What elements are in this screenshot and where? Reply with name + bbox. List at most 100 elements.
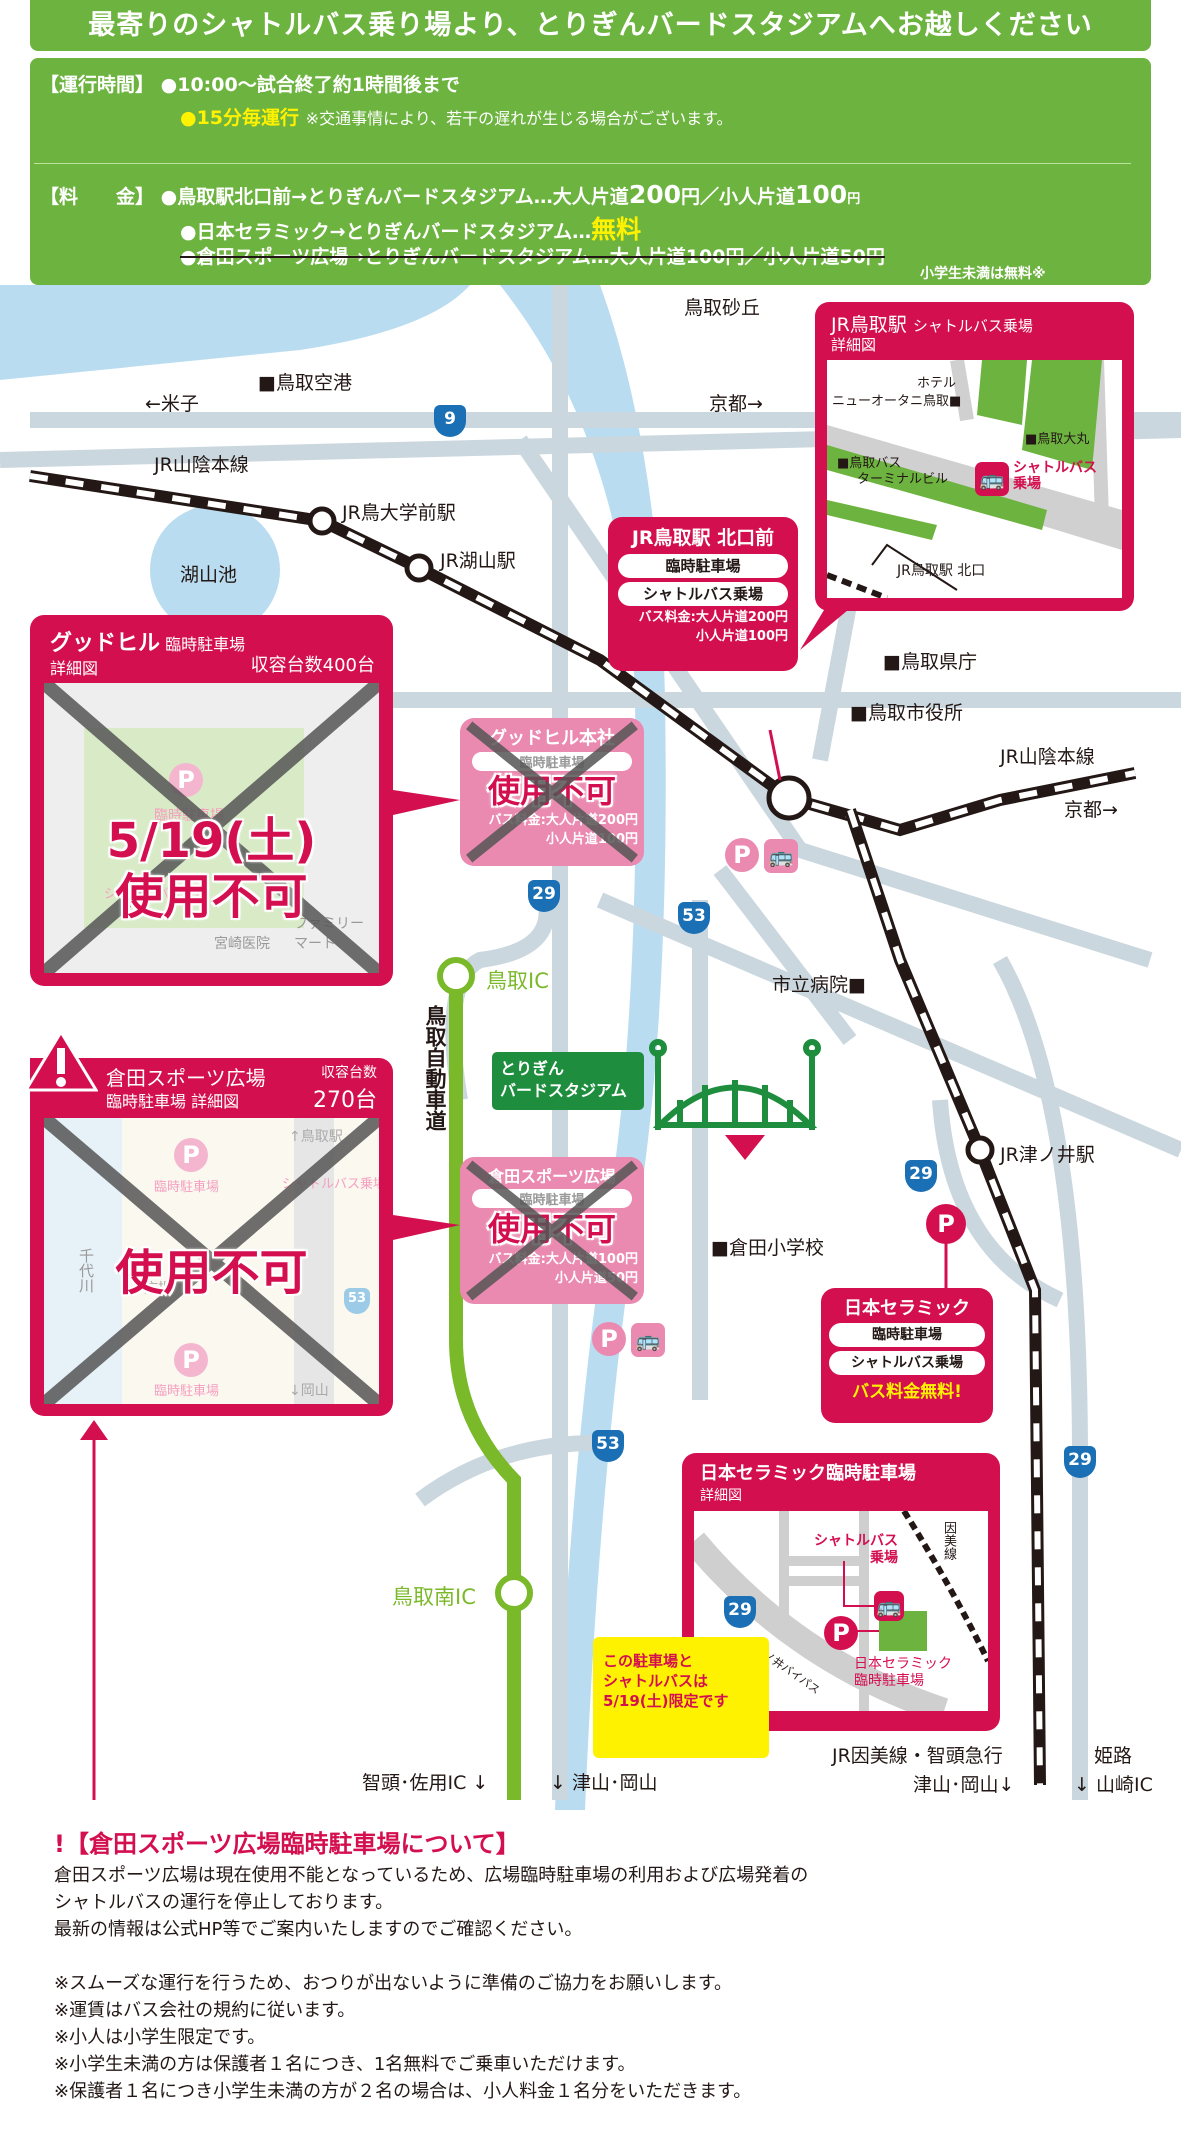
label-expressway: 鳥取自動車道 (423, 1005, 447, 1131)
terminal-label-1: ■鳥取バス (837, 456, 902, 471)
hours-label: 【運行時間】 (40, 74, 155, 96)
goodhill-hq-callout: グッドヒル本社 臨時駐車場 使用不可 バス料金:大人片道200円 小人片道100… (460, 718, 644, 866)
route-53-shield-faded: 53 (344, 1288, 370, 1314)
notes-line: ※保護者１名につき小学生未満の方が２名の場合は、小人料金１名分をいただきます。 (54, 2081, 752, 2102)
notes-line: ※小学生未満の方は保護者１名につき、1名無料でご乗車いただけます。 (54, 2054, 636, 2075)
route-29-shield-2: 29 (905, 1160, 937, 1192)
north-exit-label: JR鳥取駅 北口 (897, 563, 986, 579)
notes-heading: 【倉田スポーツ広場臨時駐車場について】 (64, 1830, 520, 1858)
goodhill-map: P 臨時駐車場 シャトルバス乗場 宮崎医院 ファミリーマート 5/19(土)使用… (44, 683, 379, 973)
ceramic-inbi-label: 因美線 (941, 1521, 956, 1560)
label-yonago: ←米子 (145, 393, 199, 415)
goodhill-clinic: 宮崎医院 (214, 936, 270, 952)
jr-north-fare-child: 小人片道100円 (695, 629, 788, 644)
sea (0, 285, 470, 380)
parking-icon: P (174, 1343, 208, 1377)
route-29-shield: 29 (528, 880, 560, 912)
yen: 円 (847, 192, 861, 207)
goodhill-subtitle: 臨時駐車場 (165, 635, 246, 654)
hours-text: ●10:00～試合終了約1時間後まで (160, 74, 460, 96)
kurata-map: 千代川 P 臨時駐車場 P 臨時駐車場 ↑鳥取駅 ↓岡山 シャトルバス乗場 広場… (44, 1118, 379, 1404)
ceramic-parking-icon: P (926, 1204, 966, 1244)
label-himeji: 姫路 (1094, 1745, 1133, 1767)
cross-out-icon (44, 683, 379, 973)
hotel-label-2: ニューオータニ鳥取■ (832, 394, 962, 409)
fare-note: 小学生未満は無料※ (920, 266, 1046, 282)
cross-out-icon (460, 718, 644, 866)
info-panel: 【運行時間】 ●10:00～試合終了約1時間後まで ●15分毎運行 ※交通事情に… (30, 58, 1151, 285)
terminal-label-2: ターミナルビル (857, 472, 949, 487)
jr-detail-subtitle: シャトルバス乗場 (912, 317, 1033, 335)
label-tsuyama-okayama-1: ↓ 津山･岡山 (550, 1772, 658, 1794)
label-minami-ic: 鳥取南IC (392, 1585, 476, 1609)
parking-icon: P (824, 1616, 858, 1650)
stadium-pin (725, 1135, 765, 1160)
bus-icon: 🚌 (631, 1323, 666, 1357)
goodhill-hq-markers: P 🚌 (725, 838, 799, 873)
kurata-p-label-2: 臨時駐車場 (154, 1384, 220, 1399)
kurata-to-okayama: ↓岡山 (289, 1383, 329, 1399)
label-tottori-ic: 鳥取IC (486, 969, 549, 993)
route-53-shield: 53 (678, 902, 710, 934)
stadium-sign: とりぎんバードスタジアム (492, 1052, 644, 1110)
kurata-p-label: 臨時駐車場 (154, 1180, 220, 1195)
kurata-capacity-label: 収容台数 (321, 1065, 377, 1081)
ic-markers (437, 957, 533, 1612)
label-inbi-line: JR因美線・智頭急行 (832, 1745, 1003, 1767)
label-sanin-right: JR山陰本線 (1000, 746, 1095, 768)
route-29-shield-detail: 29 (724, 1596, 756, 1628)
goodhill-capacity: 収容台数400台 (250, 655, 375, 676)
warning-icon: ! (54, 1830, 65, 1858)
ceramic-parking: 臨時駐車場 (829, 1323, 985, 1347)
delay-note: ※交通事情により、若干の遅れが生じる場合がございます。 (305, 109, 733, 128)
frequency: ●15分毎運行 (180, 107, 300, 129)
label-yamasaki: ↓ 山崎IC (1074, 1774, 1153, 1796)
kurata-title: 倉田スポーツ広場 (106, 1066, 266, 1090)
kurata-subtitle: 臨時駐車場 詳細図 (106, 1092, 240, 1111)
stations (307, 506, 995, 1165)
ceramic-detail-label: 詳細図 (700, 1488, 742, 1504)
stadium-name-2: バードスタジアム (500, 1081, 627, 1100)
bus-icon: 🚌 (764, 839, 799, 873)
jr-detail-map: ホテル ニューオータニ鳥取■ ■鳥取大丸 ■鳥取バス ターミナルビル 🚌 シャト… (827, 360, 1122, 598)
kurata-unavailable: 使用不可 (115, 1245, 308, 1301)
limited-note-1: この駐車場と (603, 1652, 694, 1670)
label-koyama-lake: 湖山池 (180, 564, 238, 586)
fare-child: 100 (795, 180, 848, 209)
ceramic-title: 日本セラミック (844, 1298, 970, 1319)
ceramic-lot-label-1: 日本セラミック (854, 1656, 952, 1672)
notes-line: ※小人は小学生限定です。 (54, 2027, 266, 2048)
kurata-to-station: ↑鳥取駅 (289, 1129, 343, 1145)
jr-north-pointer (768, 729, 782, 781)
bus-icon: 🚌 (975, 462, 1009, 496)
notes-line: 最新の情報は公式HP等でご案内いたしますのでご確認ください。 (54, 1919, 583, 1940)
notes-line: 倉田スポーツ広場は現在使用不能となっているため、広場臨時駐車場の利用および広場発… (54, 1865, 809, 1886)
bus-stop-label-1: シャトルバス (1013, 460, 1097, 476)
sendai-river (500, 285, 666, 1810)
jr-north-shuttle: シャトルバス乗場 (618, 582, 788, 606)
label-airport: ■鳥取空港 (258, 372, 352, 394)
fare-mid: 円／小人片道 (681, 186, 796, 208)
notes-line: シャトルバスの運行を停止しております。 (54, 1892, 394, 1913)
jr-north-fare-adult: バス料金:大人片道200円 (638, 610, 788, 625)
parking-icon: P (174, 1138, 208, 1172)
divider (34, 163, 1131, 164)
goodhill-detail-panel: グッドヒル 臨時駐車場 詳細図 収容台数400台 P 臨時駐車場 シャトルバス乗… (30, 615, 393, 986)
route-9-shield: 9 (434, 405, 466, 437)
stadium-icon (649, 1039, 821, 1130)
notes-line: ※運賃はバス会社の規約に従います。 (54, 2000, 356, 2021)
parking-icon: P (592, 1322, 626, 1356)
notes-spacer (54, 1943, 1154, 1970)
label-sakyu: 鳥取砂丘 (684, 297, 761, 319)
limited-note-2: シャトルバスは (603, 1672, 709, 1690)
ceramic-callout: 日本セラミック 臨時駐車場 シャトルバス乗場 バス料金無料! (821, 1288, 993, 1423)
ceramic-shuttle: シャトルバス乗場 (829, 1351, 985, 1375)
label-prefecture: ■鳥取県庁 (883, 651, 977, 673)
cross-out-icon (44, 1118, 379, 1404)
jr-north-callout: JR鳥取駅 北口前 臨時駐車場 シャトルバス乗場 バス料金:大人片道200円 小… (608, 517, 798, 671)
hotel-label-1: ホテル (917, 376, 957, 391)
label-sanin-left: JR山陰本線 (154, 454, 249, 476)
ceramic-lot-label-2: 臨時駐車場 (854, 1673, 924, 1689)
fare-free: 無料 (591, 215, 642, 244)
kurata-hq-title: 倉田スポーツ広場 (488, 1167, 616, 1186)
